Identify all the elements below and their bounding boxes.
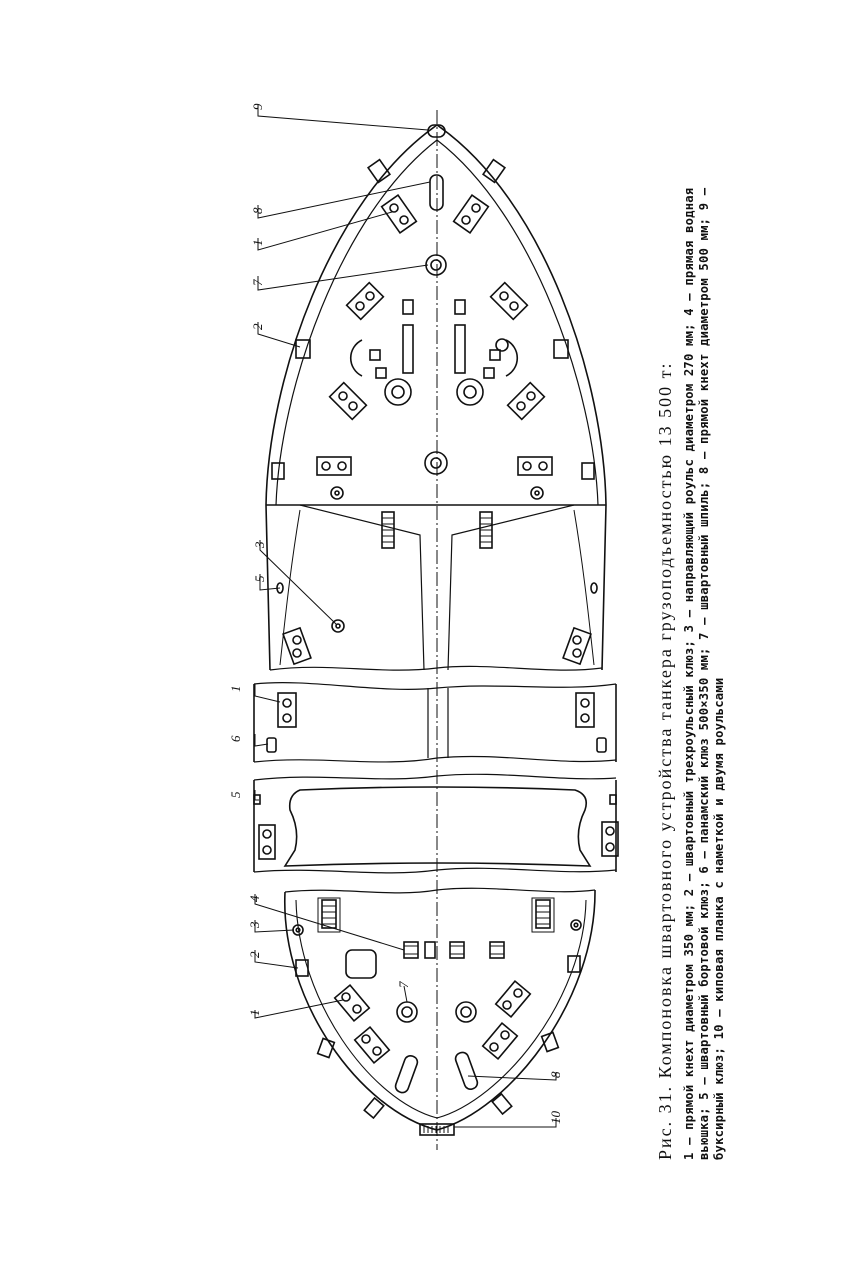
roller-chock: [295, 339, 311, 359]
callout-label: 8: [250, 207, 265, 214]
break-line: [269, 665, 603, 671]
bitt-500: [394, 1054, 419, 1094]
roller-chock: [363, 1096, 385, 1120]
hatch: [345, 949, 377, 979]
break-line: [284, 887, 596, 894]
callout-label: 2: [250, 323, 265, 330]
section-a: [253, 682, 617, 763]
bitt-350: [380, 194, 418, 234]
figure-caption: Рис. 31. Компоновка швартовного устройст…: [655, 160, 727, 1160]
callout-numbers: 9 8 1 7 2 3 5 1 6 5 4 3 2 1 7 8 10: [228, 103, 563, 1124]
guide-roller: [530, 486, 544, 500]
bitt-350: [575, 692, 595, 728]
towing-chock: [427, 124, 446, 138]
callout-label: 5: [228, 791, 243, 798]
side-chock: [590, 582, 598, 594]
capstan: [455, 1001, 477, 1023]
side-chock: [609, 794, 617, 805]
bitt-350: [494, 979, 532, 1019]
callout-label: 3: [247, 921, 262, 929]
callout-label: 6: [228, 735, 243, 742]
capstan: [425, 254, 447, 276]
callout-label: 1: [228, 686, 243, 693]
bitt-350: [282, 626, 312, 666]
roller-chock: [553, 339, 569, 359]
break-line: [253, 773, 617, 781]
bitt-350: [452, 194, 490, 234]
bow-section: [265, 124, 607, 506]
break-line: [253, 867, 617, 874]
caption-title: Рис. 31. Компоновка швартовного устройст…: [655, 361, 675, 1160]
guide-roller: [570, 919, 582, 931]
roller-chock: [567, 955, 581, 973]
bitt-350: [489, 281, 529, 321]
callout-label: 7: [250, 279, 265, 286]
hose-reel: [403, 941, 419, 959]
guide-roller: [331, 619, 345, 633]
break-line: [253, 755, 617, 763]
callout-label: 5: [252, 575, 267, 582]
bitt-350: [345, 281, 385, 321]
callout-label: 7: [396, 981, 411, 988]
callout-label: 4: [247, 895, 262, 902]
bitt-350: [316, 456, 352, 476]
caption-legend: 1 — прямой кнехт диаметром 350 мм; 2 — ш…: [682, 187, 726, 1160]
leader-lines: [254, 104, 557, 1128]
callout-label: 9: [250, 103, 265, 110]
bitt-350: [333, 983, 371, 1023]
roller-chock: [366, 158, 392, 184]
bow-bulwark: [275, 139, 599, 506]
panama-chock: [596, 737, 607, 753]
bitt-350: [517, 456, 553, 476]
callout-label: 10: [548, 1111, 563, 1125]
break-line: [253, 682, 617, 690]
roller-chock: [540, 1031, 560, 1053]
callout-label: 2: [247, 951, 262, 958]
hose-reel: [424, 941, 436, 959]
callout-label: 3: [252, 541, 267, 549]
roller-chock: [491, 1092, 513, 1116]
roller-chock: [316, 1037, 336, 1059]
bitt-350: [353, 1025, 391, 1065]
hose-reel: [489, 941, 505, 959]
deckhouse: [283, 786, 592, 867]
callout-label: 8: [548, 1071, 563, 1078]
capstan: [396, 1001, 418, 1023]
bitt-350: [328, 381, 368, 421]
bitt-500: [429, 174, 444, 211]
section-b: [253, 773, 619, 874]
stern-bulwark: [295, 899, 587, 1119]
bitt-350: [258, 824, 276, 860]
panama-chock: [266, 737, 277, 753]
bitt-500: [454, 1051, 479, 1091]
callout-label: 1: [250, 240, 265, 247]
stern-section: [284, 887, 596, 1136]
bitt-350: [481, 1021, 519, 1061]
bitt-350: [277, 692, 297, 728]
fairlead-plate: [419, 1123, 455, 1136]
stern-outer-hull: [284, 889, 596, 1131]
side-chock: [253, 794, 261, 805]
roller-chock: [271, 462, 285, 480]
midbody-section: [265, 504, 607, 671]
bitt-350: [562, 626, 592, 666]
hose-reel: [449, 941, 465, 959]
windlass: [454, 299, 519, 406]
capstan: [424, 451, 448, 475]
roller-chock: [481, 158, 507, 184]
bitt-350: [601, 821, 619, 857]
guide-roller: [330, 486, 344, 500]
bitt-350: [506, 381, 546, 421]
ladder: [321, 899, 337, 929]
windlass: [349, 299, 414, 406]
callout-label: 1: [247, 1010, 262, 1017]
ladder: [535, 899, 551, 929]
roller-chock: [581, 462, 595, 480]
